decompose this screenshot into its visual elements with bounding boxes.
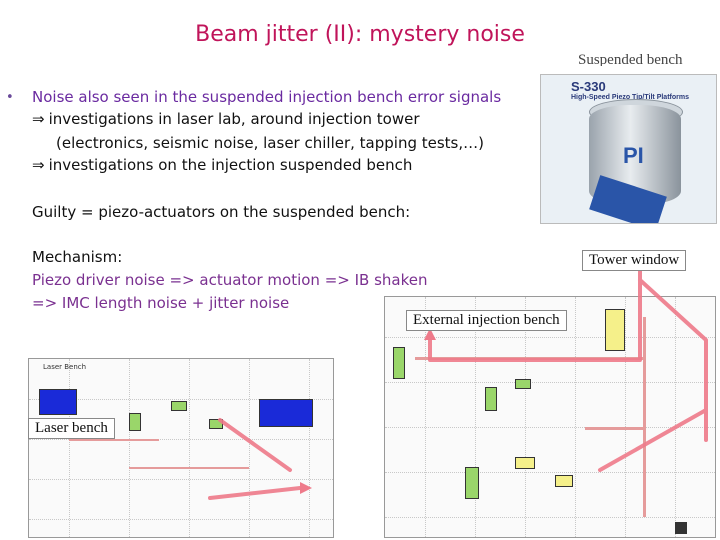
photo-header: S-330 High-Speed Piezo Tip/Tilt Platform… [571, 79, 689, 101]
line-2-text: investigations in laser lab, around inje… [48, 110, 420, 128]
text-line-2: ⇒investigations in laser lab, around inj… [32, 110, 420, 128]
line-7-text: Piezo driver noise => actuator motion =>… [32, 271, 428, 289]
text-line-7: Piezo driver noise => actuator motion =>… [32, 271, 428, 289]
laser-bench-schematic: Laser Bench [28, 358, 334, 538]
line-3-text: (electronics, seismic noise, laser chill… [56, 134, 484, 152]
laser-bench-title: Laser Bench [43, 363, 87, 371]
photo-model: S-330 [571, 79, 606, 94]
photo-caption: High-Speed Piezo Tip/Tilt Platforms [571, 94, 689, 101]
laser-block [259, 399, 313, 427]
line-4-text: investigations on the injection suspende… [48, 156, 413, 174]
component [209, 419, 223, 429]
text-line-1: Noise also seen in the suspended injecti… [32, 88, 501, 106]
line-6-text: Mechanism: [32, 248, 123, 266]
bullet-marker: • [6, 90, 14, 105]
component [129, 413, 141, 431]
pi-logo: PI [623, 143, 644, 168]
component [555, 475, 573, 487]
component [465, 467, 479, 499]
tower-window-label: Tower window [582, 250, 687, 271]
text-line-3: (electronics, seismic noise, laser chill… [56, 134, 484, 152]
laser-bench-label: Laser bench [28, 418, 115, 439]
corner-label: Suspended bench [578, 52, 683, 66]
beam-path [643, 317, 646, 517]
text-line-8: => IMC length noise + jitter noise [32, 294, 289, 312]
piezo-photo: S-330 High-Speed Piezo Tip/Tilt Platform… [540, 74, 717, 224]
beam-path [69, 439, 159, 441]
laser-block [39, 389, 77, 415]
external-bench-schematic [384, 296, 716, 538]
component [515, 379, 531, 389]
text-line-6: Mechanism: [32, 248, 122, 266]
component [675, 522, 687, 534]
component [393, 347, 405, 379]
arrow-icon: ⇒ [32, 156, 45, 174]
beam-path [129, 467, 249, 469]
line-8-text: => IMC length noise + jitter noise [32, 294, 290, 312]
text-line-4: ⇒investigations on the injection suspend… [32, 156, 412, 174]
external-injection-bench-label: External injection bench [406, 310, 567, 331]
beam-path [415, 357, 645, 360]
slide-title: Beam jitter (II): mystery noise [195, 22, 525, 47]
component [485, 387, 497, 411]
beam-path [585, 427, 645, 430]
line-1-text: Noise also seen in the suspended injecti… [32, 88, 502, 106]
line-5-text: Guilty = piezo-actuators on the suspende… [32, 203, 411, 221]
arrow-icon: ⇒ [32, 110, 45, 128]
text-line-5: Guilty = piezo-actuators on the suspende… [32, 203, 410, 221]
component [605, 309, 625, 351]
component [515, 457, 535, 469]
component [171, 401, 187, 411]
